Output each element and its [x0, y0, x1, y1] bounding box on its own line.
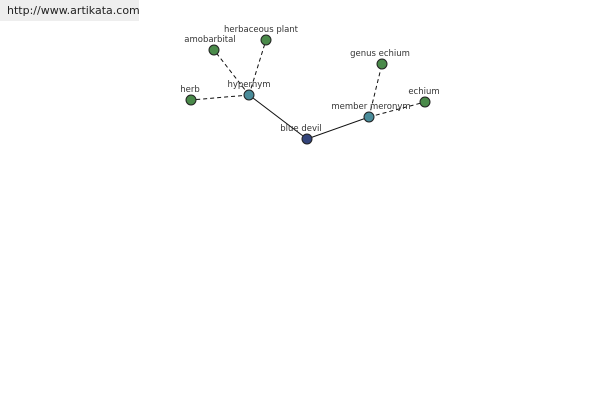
edge-meronym-genus-echium	[368, 63, 383, 118]
label-amobarbital: amobarbital	[184, 35, 235, 45]
node-member-meronym[interactable]	[363, 111, 375, 123]
label-blue-devil: blue devil	[280, 124, 321, 134]
label-hypernym: hypernym	[227, 80, 270, 90]
node-amobarbital[interactable]	[208, 44, 220, 56]
edge-hypernym-amobarbital	[213, 49, 250, 96]
node-hypernym[interactable]	[243, 89, 255, 101]
node-herb[interactable]	[185, 94, 197, 106]
edge-meronym-echium	[368, 101, 426, 118]
node-echium[interactable]	[419, 96, 431, 108]
source-url: http://www.artikata.com	[0, 0, 140, 21]
node-blue-devil[interactable]	[301, 133, 313, 145]
edge-center-member-meronym	[306, 116, 370, 140]
label-genus-echium: genus echium	[350, 49, 410, 59]
label-echium: echium	[408, 87, 439, 97]
node-genus-echium[interactable]	[376, 58, 388, 70]
edge-hypernym-herbaceous-plant	[248, 39, 267, 96]
label-member-meronym: member meronym	[331, 102, 410, 112]
node-herbaceous-plant[interactable]	[260, 34, 272, 46]
edge-center-hypernym	[248, 94, 308, 140]
edge-hypernym-herb	[190, 94, 250, 101]
label-herb: herb	[180, 85, 200, 95]
label-herbaceous-plant: herbaceous plant	[224, 25, 299, 35]
